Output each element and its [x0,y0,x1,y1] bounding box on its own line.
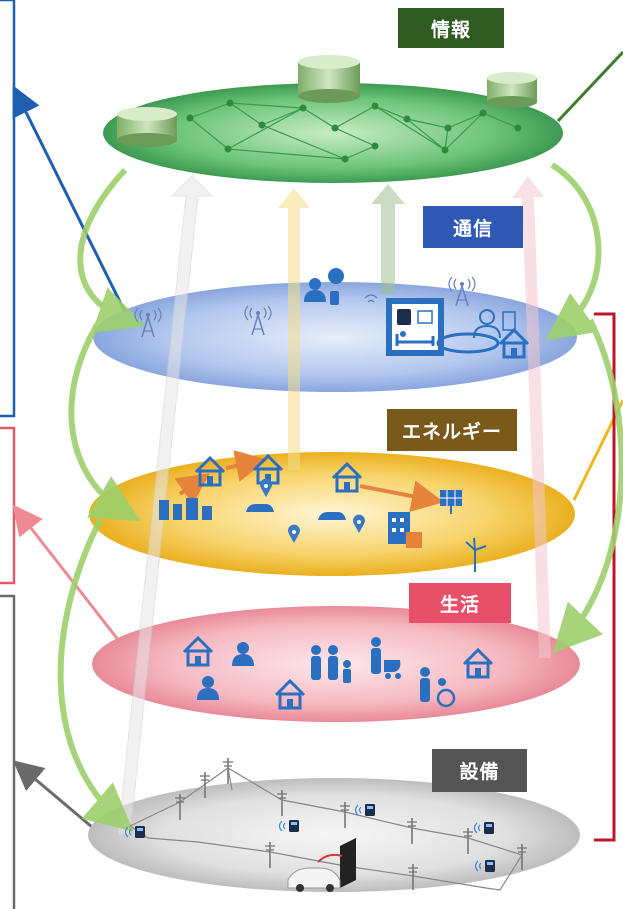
energy-flow-arrows [174,450,444,512]
gray-frame [0,594,16,909]
connection-ring [436,332,500,354]
family-icon [311,645,351,683]
ev-charger-icon [159,498,212,520]
doctor-icon [473,309,516,339]
hospital-bed-icon [386,298,444,356]
arrow-comm-to-frame [12,85,132,323]
parent-stroller-icon [371,637,401,679]
life-layer-label: 生活 [439,593,480,616]
equip-layer-disc [88,778,580,892]
wheelchair-icon [420,667,456,708]
info-network [186,99,522,163]
database-icon [298,55,360,103]
factory-icon [388,512,422,548]
comm-layer-label: 通信 [452,217,493,240]
line-info-right [556,50,623,123]
person-phone-icon [304,268,378,305]
database-icon [487,72,537,108]
right-bracket [594,312,616,842]
cycle-arrows [57,162,623,832]
red-frame [0,426,16,585]
car-icon [287,867,341,892]
blue-frame [0,0,16,418]
wind-turbine-icon [465,537,487,572]
database-icon [117,107,177,147]
info-layer-label: 情報 [430,18,471,41]
energy-layer-label: エネルギー [401,420,502,443]
layer-label-boxes [387,8,527,792]
comm-layer-disc [93,282,577,392]
ev-charger-icon [317,838,356,888]
solar-panel-icon [440,490,462,514]
equip-layer-label: 設備 [459,761,500,783]
car-icon [246,504,346,520]
